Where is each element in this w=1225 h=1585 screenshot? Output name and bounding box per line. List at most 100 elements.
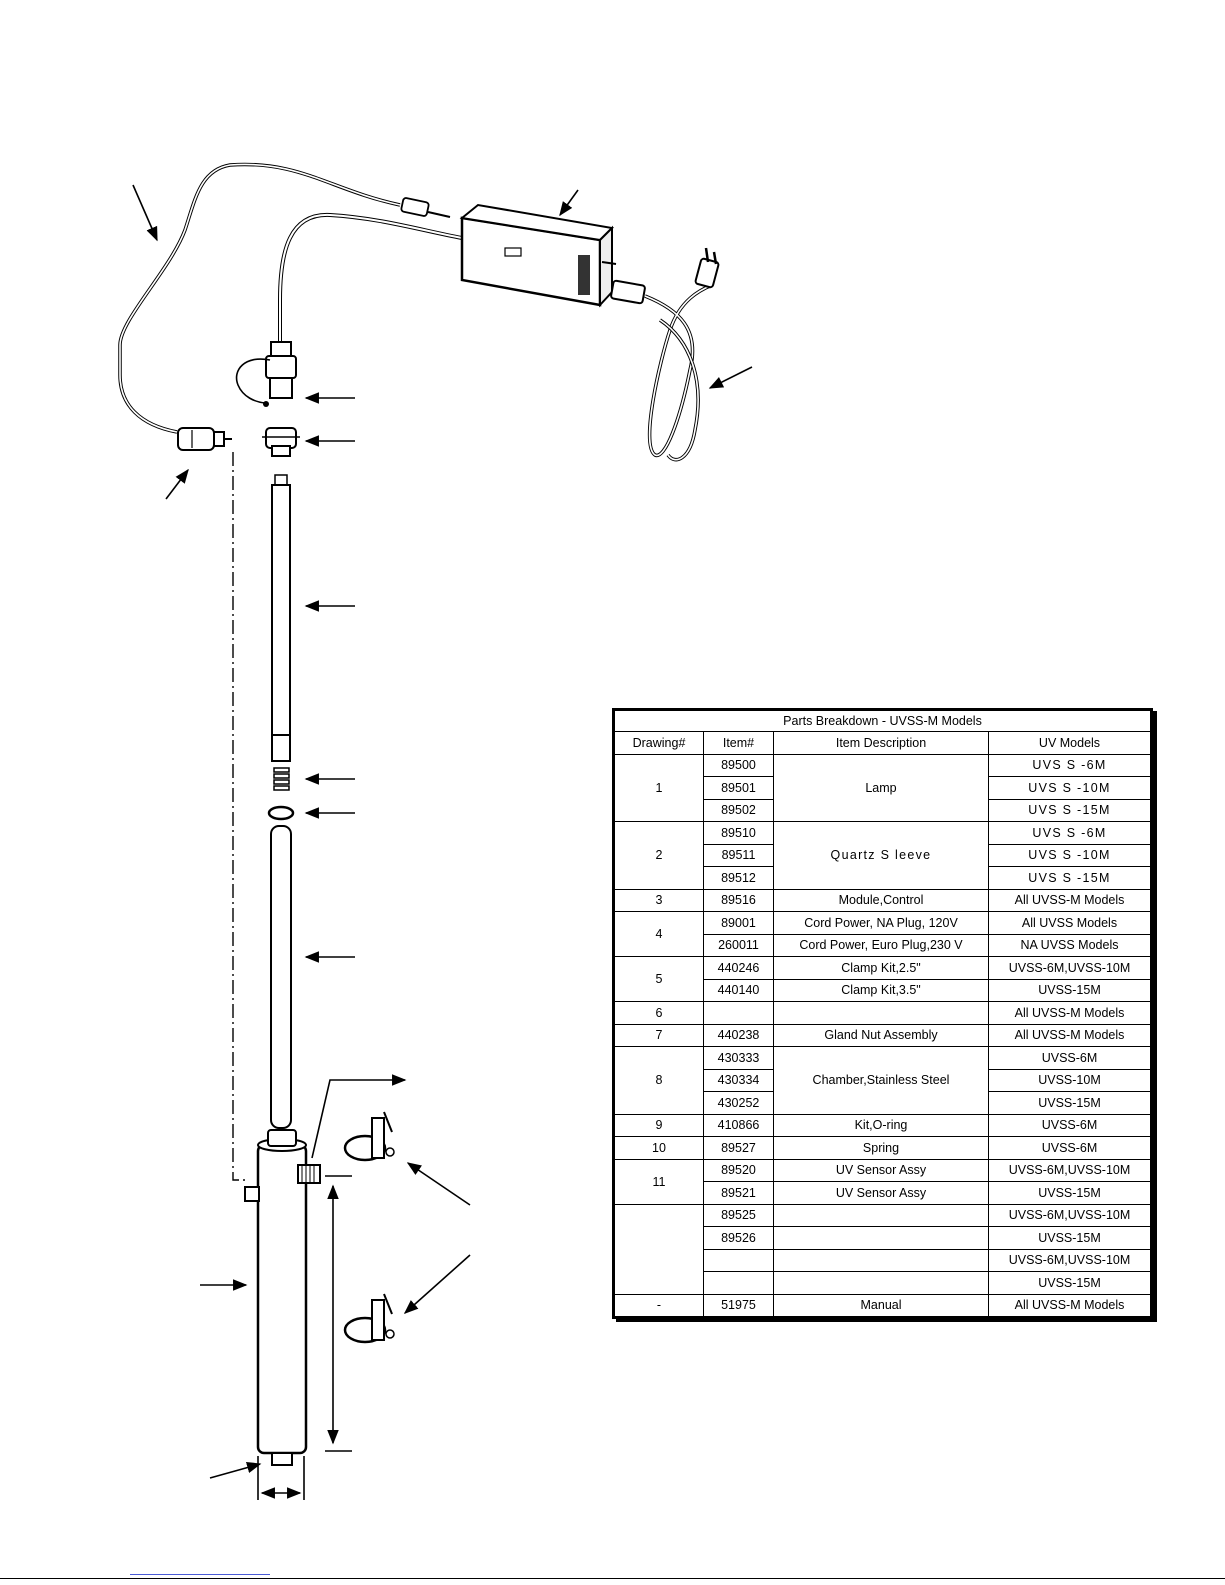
cell-item: 89500 <box>703 753 774 777</box>
clamp-lower <box>343 1293 395 1344</box>
cell-model: UVSS-6M <box>988 1113 1152 1137</box>
dimension-diameter <box>257 1456 305 1500</box>
cell-drawing: 6 <box>613 1001 704 1025</box>
cell-description: Spring <box>773 1136 989 1160</box>
cell-drawing: 7 <box>613 1023 704 1047</box>
cell-item: 89501 <box>703 776 774 800</box>
cell-item: 89520 <box>703 1158 774 1182</box>
cell-item: 89516 <box>703 888 774 912</box>
quartz-sleeve <box>270 825 292 1129</box>
lamp-retainer <box>262 427 300 457</box>
cell-description: Manual <box>773 1293 989 1318</box>
table-caption-row: Parts Breakdown - UVSS-M Models <box>613 709 1152 732</box>
clamp-upper <box>343 1111 395 1162</box>
arrow-clamp-lower <box>403 1254 471 1314</box>
cell-description: UV Sensor Assy <box>773 1181 989 1205</box>
cell-description: Lamp <box>773 753 989 822</box>
header-drawing: Drawing# <box>613 731 704 755</box>
cell-model: UVSS-6M,UVSS-10M <box>988 956 1152 980</box>
cell-description: Cord Power, NA Plug, 120V <box>773 911 989 935</box>
stainless-chamber <box>244 1129 321 1466</box>
leader-arrows <box>132 184 753 1479</box>
table-row: 89512 UVS S -15M <box>614 866 1152 890</box>
cell-model: NA UVSS Models <box>988 933 1152 957</box>
lamp <box>271 474 291 762</box>
cell-model: UVS S -6M <box>988 753 1152 777</box>
cell-item: 89521 <box>703 1181 774 1205</box>
cell-model: UVSS-6M,UVSS-10M <box>988 1203 1152 1227</box>
cell-description <box>773 1203 989 1227</box>
gland-nut-assembly <box>235 341 297 407</box>
cell-description: Gland Nut Assembly <box>773 1023 989 1047</box>
cell-item: 260011 <box>703 933 774 957</box>
arrow-inlet-port <box>209 1461 262 1479</box>
arrow-outlet-port <box>311 1074 407 1159</box>
cell-item: 410866 <box>703 1113 774 1137</box>
arrow-sensor-cable <box>132 184 158 242</box>
cell-model: All UVSS-M Models <box>988 1293 1152 1318</box>
table-caption: Parts Breakdown - UVSS-M Models <box>613 709 1152 732</box>
cell-model: UVS S -6M <box>988 821 1152 845</box>
cell-item <box>703 1001 774 1025</box>
cell-model: UVSS-6M <box>988 1046 1152 1070</box>
arrow-clamp-upper <box>406 1162 471 1206</box>
cell-model: All UVSS-M Models <box>988 1023 1152 1047</box>
cell-model: All UVSS-M Models <box>988 888 1152 912</box>
cell-description: Kit,O-ring <box>773 1113 989 1137</box>
cell-description: Cord Power, Euro Plug,230 V <box>773 933 989 957</box>
cell-item <box>703 1271 774 1295</box>
arrow-power-cord <box>708 366 753 389</box>
footer-rule <box>0 1578 1225 1579</box>
header-models: UV Models <box>988 731 1152 755</box>
cell-item: 440238 <box>703 1023 774 1047</box>
cell-item: 430252 <box>703 1091 774 1115</box>
power-cord <box>610 247 720 462</box>
cell-item: 89527 <box>703 1136 774 1160</box>
sensor-connector <box>400 197 430 217</box>
cell-model: UVSS-15M <box>988 1271 1152 1295</box>
table-row: 430252 UVSS-15M <box>614 1091 1152 1115</box>
cell-model: UVSS-15M <box>988 1226 1152 1250</box>
cell-description <box>773 1248 989 1272</box>
cell-item: 89502 <box>703 798 774 822</box>
cell-model: UVS S -15M <box>988 866 1152 890</box>
cell-drawing: 4 <box>613 911 704 957</box>
footer-link-underline <box>130 1574 270 1575</box>
parts-breakdown-table: Parts Breakdown - UVSS-M Models Drawing#… <box>612 708 1153 1319</box>
alignment-line <box>232 452 245 1181</box>
cell-model: UVSS-15M <box>988 978 1152 1002</box>
cell-model: All UVSS Models <box>988 911 1152 935</box>
cell-item <box>703 1248 774 1272</box>
cell-description: Chamber,Stainless Steel <box>773 1046 989 1115</box>
cell-item: 89001 <box>703 911 774 935</box>
cell-description: Module,Control <box>773 888 989 912</box>
cell-description: Quartz S leeve <box>773 821 989 890</box>
arrow-uv-sensor <box>165 468 189 500</box>
arrow-control-module <box>559 189 579 217</box>
cell-model: UVSS-6M,UVSS-10M <box>988 1248 1152 1272</box>
cell-item: 89525 <box>703 1203 774 1227</box>
dimension-height <box>325 1175 352 1452</box>
cell-description <box>773 1226 989 1250</box>
cell-model: UVSS-15M <box>988 1091 1152 1115</box>
cell-item: 89512 <box>703 866 774 890</box>
cell-drawing: 2 <box>613 821 704 890</box>
